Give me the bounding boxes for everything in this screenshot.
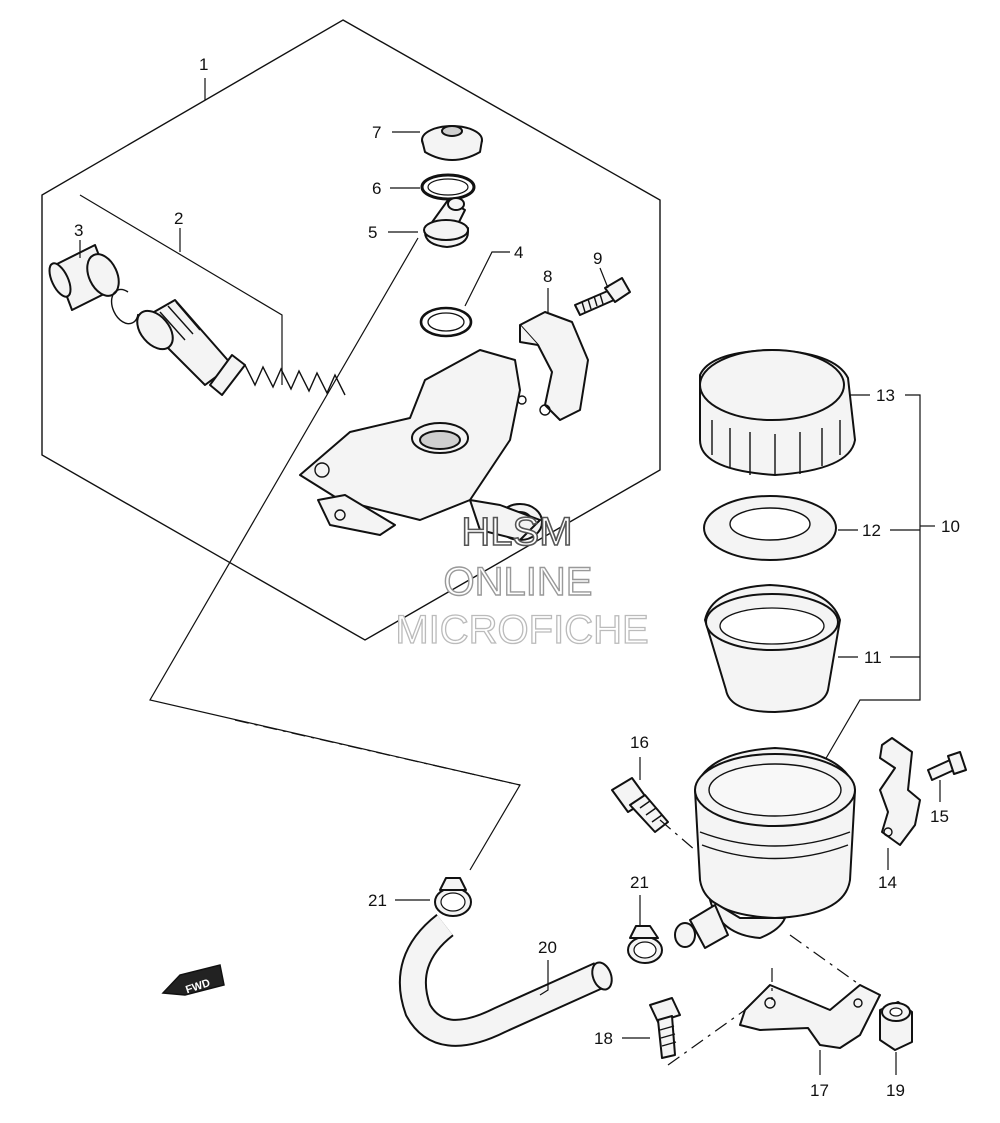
leader-4	[464, 251, 510, 307]
leader-2	[79, 194, 283, 385]
master-cylinder-body	[299, 349, 543, 541]
callout-15: 15	[930, 807, 949, 826]
routing-line-16	[659, 819, 696, 851]
bolt-9-part	[574, 277, 631, 316]
assembly-box-outline	[41, 19, 661, 641]
watermark-line-2: ONLINE	[444, 560, 593, 604]
mount-bracket-part	[739, 984, 881, 1049]
spring-part	[244, 364, 346, 396]
diaphragm-part	[704, 584, 841, 713]
callout-19: 19	[886, 1081, 905, 1100]
reservoir-cap-small-part	[421, 125, 483, 161]
reservoir-cap-part	[699, 349, 856, 476]
collar-nut-part	[879, 1001, 913, 1051]
routing-line-17	[789, 934, 861, 986]
callout-11: 11	[864, 648, 882, 667]
forward-direction-badge: FWD	[161, 964, 225, 996]
callout-20: 20	[538, 938, 557, 957]
callout-17: 17	[810, 1081, 829, 1100]
snap-ring-part	[420, 173, 476, 201]
reservoir-bracket-part	[879, 737, 921, 846]
callout-7: 7	[372, 123, 381, 142]
callout-8: 8	[543, 267, 552, 286]
callout-21-upper: 21	[368, 891, 387, 910]
callout-14: 14	[878, 873, 897, 892]
clamp-holder-part	[517, 311, 589, 421]
callout-13: 13	[876, 386, 895, 405]
watermark-line-3: MICROFICHE	[395, 608, 648, 652]
callout-10: 10	[941, 517, 960, 536]
callout-4: 4	[514, 243, 523, 262]
routing-line-18	[667, 1009, 746, 1066]
o-ring-part	[419, 306, 473, 338]
bolt-18-part	[649, 997, 681, 1059]
screw-15-part	[927, 751, 967, 781]
callout-12: 12	[862, 521, 881, 540]
callout-2: 2	[174, 209, 183, 228]
watermark: HLSM ONLINE MICROFICHE	[395, 509, 650, 652]
callout-21-lower: 21	[630, 873, 649, 892]
piston-part	[136, 299, 246, 396]
callout-9: 9	[593, 249, 602, 268]
hose-connector-part	[423, 197, 469, 248]
reservoir-hose-part	[398, 913, 613, 1047]
circlip-part	[110, 288, 139, 325]
piston-cup-part	[48, 244, 120, 311]
callout-18: 18	[594, 1029, 613, 1048]
callout-16: 16	[630, 733, 649, 752]
watermark-line-1: HLSM	[461, 510, 572, 554]
callout-1: 1	[199, 55, 208, 74]
leader-10	[824, 394, 921, 761]
routing-line-1	[149, 237, 521, 871]
callout-6: 6	[372, 179, 381, 198]
bolt-16-part	[611, 777, 669, 833]
diaphragm-plate-part	[703, 495, 837, 561]
hose-clamp-a-part	[434, 877, 472, 917]
callout-3: 3	[74, 221, 83, 240]
reservoir-tank-part	[674, 747, 856, 949]
hose-clamp-b-part	[627, 925, 663, 964]
leader-9	[599, 267, 609, 289]
callout-5: 5	[368, 223, 377, 242]
routing-line-2	[234, 719, 521, 786]
leader-20	[539, 960, 549, 996]
